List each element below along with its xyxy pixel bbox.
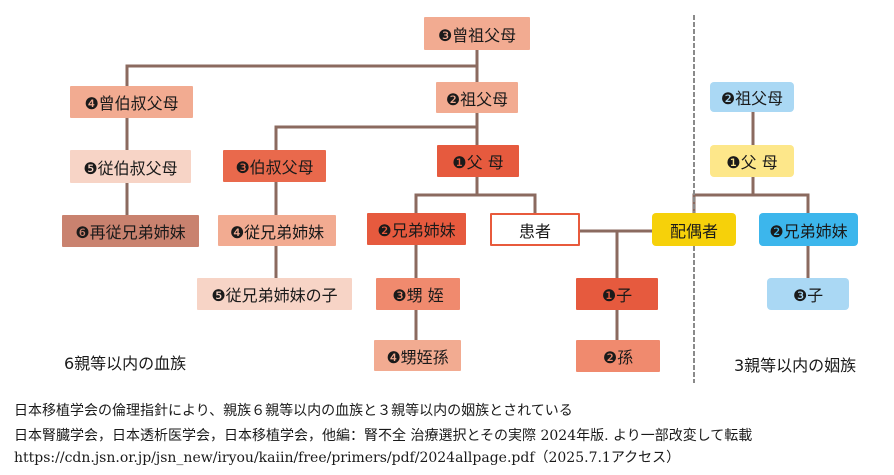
node-child: ❶子	[576, 278, 658, 310]
node-cousin-child: ❺従兄弟姉妹の子	[197, 278, 352, 310]
node-parents: ❶父 母	[437, 145, 519, 177]
node-second-cousin: ❻再従兄弟姉妹	[62, 215, 199, 247]
node-in-law-sibling-child: ❸子	[767, 278, 849, 310]
node-grand-niece: ❹甥姪孫	[374, 340, 461, 371]
node-grandparents: ❷祖父母	[436, 82, 518, 113]
node-spouse: 配偶者	[652, 213, 736, 246]
node-great-grandparents: ❸曾祖父母	[424, 17, 530, 50]
node-grandchild: ❷孫	[576, 340, 660, 372]
node-niece-nephew: ❸甥 姪	[376, 278, 460, 310]
node-great-uncle-aunt: ❹曾伯叔父母	[70, 86, 193, 118]
note-ethics-guideline: 日本移植学会の倫理指針により、親族６親等以内の血族と３親等以内の姻族とされている	[14, 403, 573, 419]
node-patient: 患者	[490, 213, 580, 246]
note-source-url: https://cdn.jsn.or.jp/jsn_new/iryou/kaii…	[14, 450, 681, 466]
node-in-law-siblings: ❷兄弟姉妹	[759, 213, 858, 246]
label-affinity-relatives: 3親等以内の姻族	[734, 356, 857, 375]
node-in-law-parents: ❶父 母	[710, 145, 794, 177]
note-source: 日本腎臓学会，日本透析医学会，日本移植学会，他編：腎不全 治療選択とその実際 2…	[14, 428, 753, 444]
node-siblings: ❷兄弟姉妹	[367, 213, 466, 245]
label-blood-relatives: 6親等以内の血族	[64, 354, 187, 373]
node-cousin: ❹従兄弟姉妹	[218, 215, 336, 246]
node-second-great-uncle: ❺従伯叔父母	[70, 150, 191, 183]
node-uncle-aunt: ❸伯叔父母	[223, 150, 326, 182]
node-in-law-grandparents: ❷祖父母	[710, 82, 794, 112]
